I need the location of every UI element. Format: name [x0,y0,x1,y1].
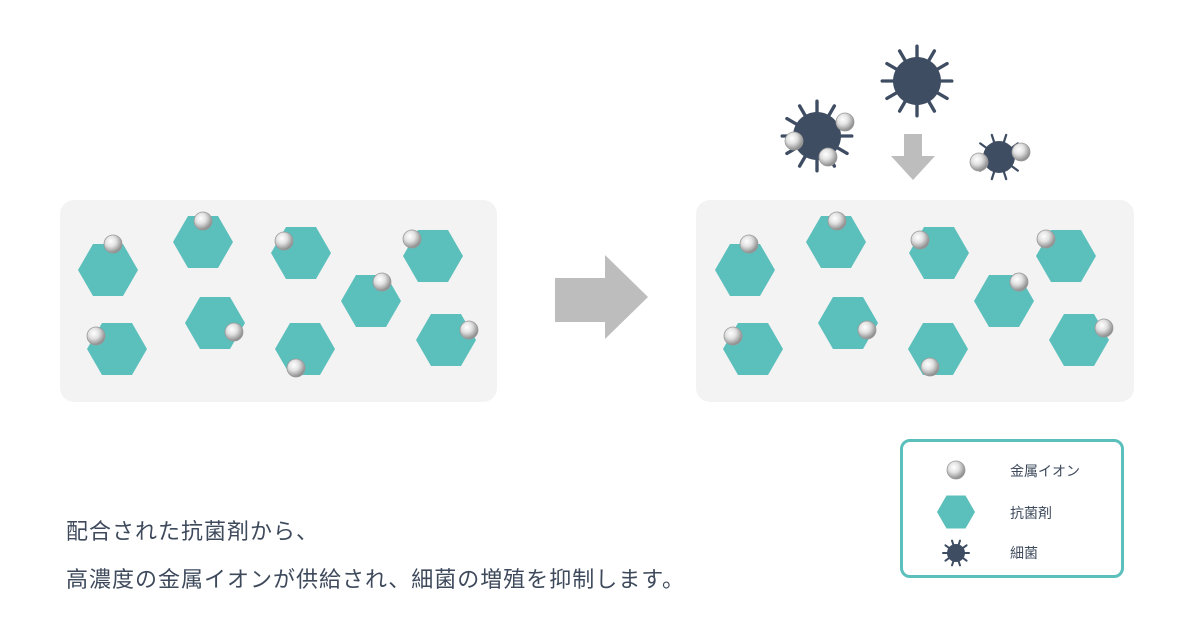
hexagon-icon [78,244,138,296]
metal-ion-icon [784,131,804,151]
metal-ion-icon [103,234,123,254]
metal-ion-icon [286,358,306,378]
metal-ion-icon [723,326,743,346]
legend-icons [937,460,975,567]
legend [900,439,1124,578]
arrow-down-icon [891,134,935,180]
metal-ion-icon [910,230,930,250]
hexagon-icon [715,244,775,296]
panel-after [696,200,1134,402]
metal-ion-icon [1036,229,1056,249]
metal-ion-icon [402,229,422,249]
hexagon-icon [806,216,866,268]
metal-ion-icon [274,231,294,251]
metal-ion-icon [857,320,877,340]
bacteria-icon [880,44,954,118]
hexagon-icon [937,495,975,529]
hexagon-icon [173,216,233,268]
metal-ion-icon [193,211,213,231]
metal-ion-icon [224,322,244,342]
caption-line-1: 配合された抗菌剤から、 [66,520,320,545]
metal-ion-icon [835,112,855,132]
metal-ion-icon [459,320,479,340]
metal-ion-icon [920,357,940,377]
hexagon-icon [1049,314,1109,366]
ions-group [86,112,1114,378]
metal-ion-icon [969,152,989,172]
legend-label-antibacterial-agent: 抗菌剤 [1010,506,1052,522]
metal-ion-icon [818,147,838,167]
metal-ion-icon [827,211,847,231]
caption-line-2: 高濃度の金属イオンが供給され、細菌の増殖を抑制します。 [66,568,686,593]
metal-ion-icon [1094,318,1114,338]
panel-before [60,200,497,402]
metal-ion-icon [372,272,392,292]
metal-ion-icon [86,326,106,346]
metal-ion-icon [1011,142,1031,162]
bacteria-icon [942,539,970,567]
metal-ion-icon [1009,272,1029,292]
agents-after [715,216,1109,375]
agents-before [78,216,476,375]
legend-label-metal-ion: 金属イオン [1010,464,1080,480]
metal-ion-icon [739,234,759,254]
legend-label-bacteria: 細菌 [1010,546,1038,562]
arrow-right-icon [555,255,648,339]
metal-ion-icon [946,460,966,480]
